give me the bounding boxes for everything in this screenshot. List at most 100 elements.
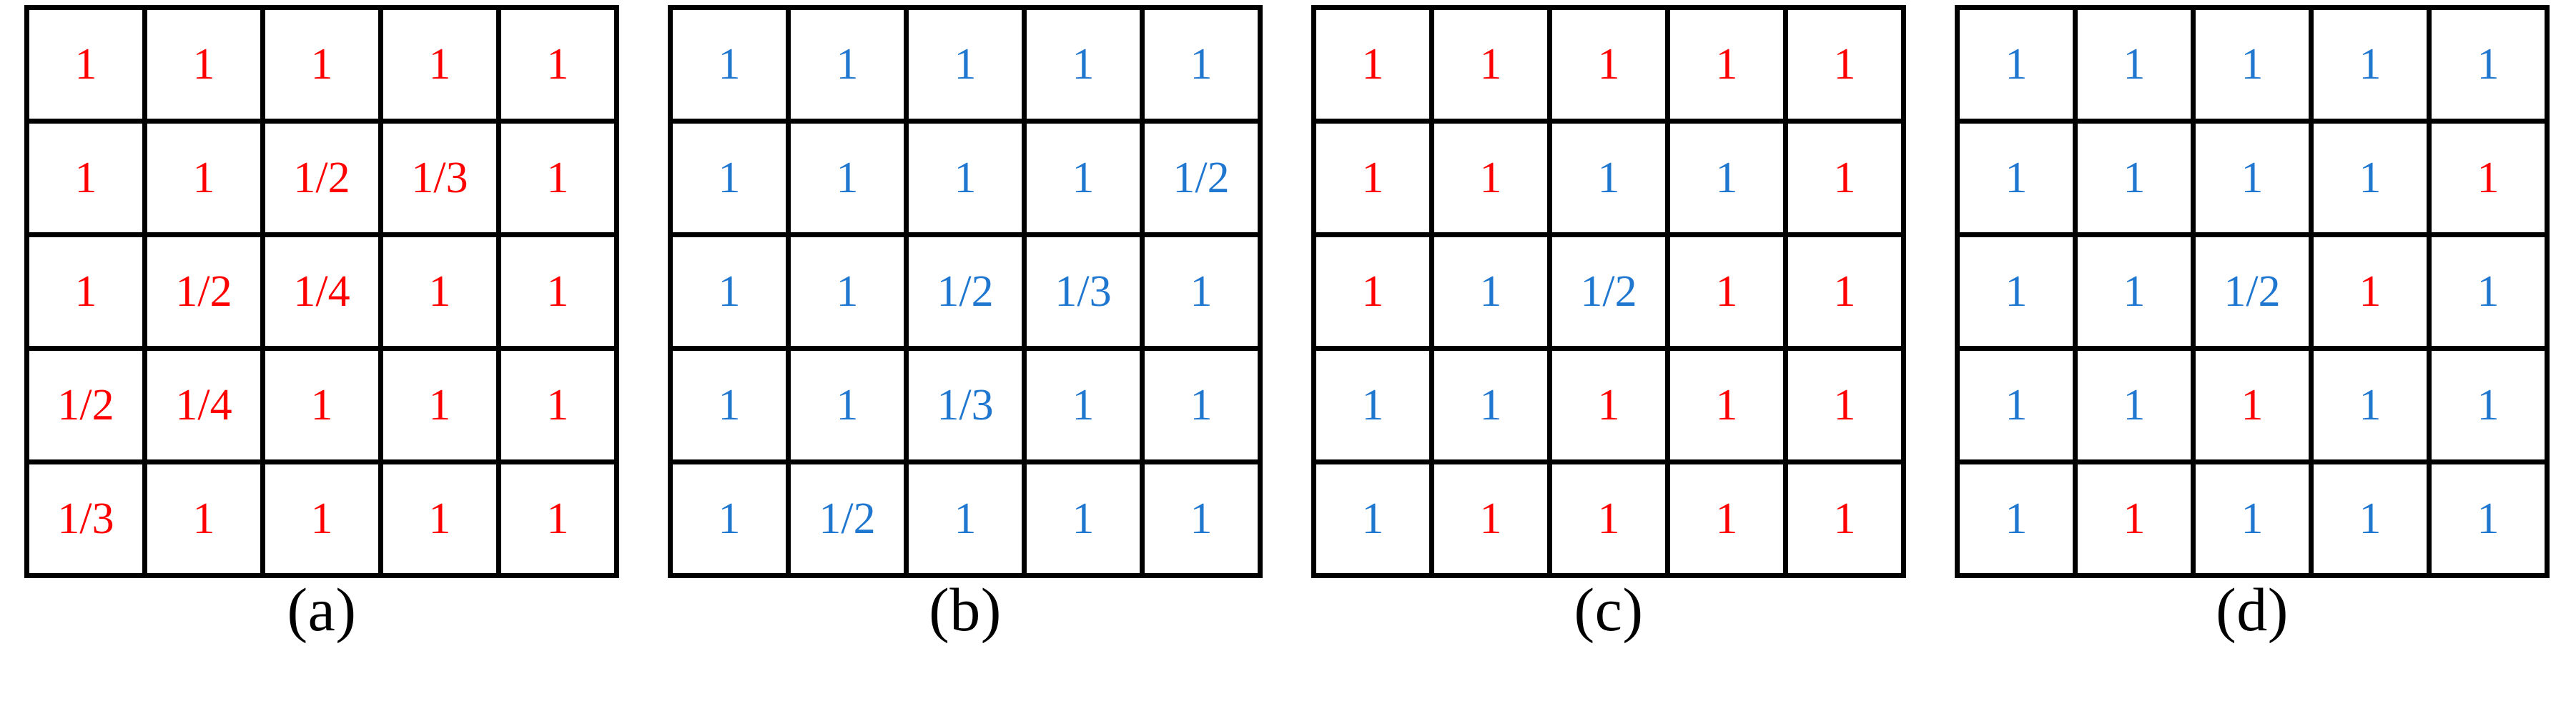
matrix-cell: 1 (904, 5, 1027, 124)
matrix-cell: 1 (24, 5, 147, 124)
matrix-cell: 1 (668, 119, 791, 237)
matrix-cell: 1 (1140, 346, 1263, 464)
panel-a-label: (a) (287, 575, 357, 644)
matrix-cell: 1 (24, 119, 147, 237)
matrix-cell: 1 (786, 119, 909, 237)
matrix-cell: 1 (2191, 5, 2314, 124)
matrix-cell: 1/2 (2191, 232, 2314, 351)
matrix-cell: 1 (378, 232, 501, 351)
matrix-cell: 1 (496, 5, 619, 124)
matrix-cell: 1 (1783, 232, 1906, 351)
matrix-cell: 1 (2309, 232, 2432, 351)
matrix-cell: 1 (1311, 459, 1434, 578)
matrix-cell: 1 (1140, 459, 1263, 578)
matrix-cell: 1 (2073, 232, 2196, 351)
matrix-cell: 1 (1311, 119, 1434, 237)
matrix-cell: 1/2 (260, 119, 383, 237)
matrix-cell: 1 (1022, 5, 1145, 124)
matrix-cell: 1 (1311, 346, 1434, 464)
matrix-cell: 1/4 (142, 346, 265, 464)
matrix-cell: 1 (2427, 459, 2550, 578)
matrix-cell: 1 (786, 346, 909, 464)
matrix-cell: 1 (1429, 232, 1552, 351)
matrix-cell: 1 (786, 5, 909, 124)
matrix-cell: 1 (2427, 119, 2550, 237)
matrix-cell: 1 (1665, 119, 1788, 237)
matrix-cell: 1 (1665, 459, 1788, 578)
matrix-cell: 1 (1311, 5, 1434, 124)
matrix-cell: 1 (24, 232, 147, 351)
matrix-cell: 1 (1665, 232, 1788, 351)
matrix-cell: 1 (668, 232, 791, 351)
matrix-cell: 1 (1429, 459, 1552, 578)
matrix-cell: 1 (1547, 5, 1670, 124)
matrix-cell: 1 (668, 5, 791, 124)
matrix-cell: 1 (1140, 232, 1263, 351)
matrix-cell: 1 (2073, 119, 2196, 237)
matrix-cell: 1 (1955, 5, 2078, 124)
matrix-cell: 1 (2427, 5, 2550, 124)
panel-d-label: (d) (2216, 575, 2289, 644)
matrix-cell: 1 (1022, 346, 1145, 464)
matrix-cell: 1 (1783, 346, 1906, 464)
matrix-cell: 1 (260, 5, 383, 124)
matrix-cell: 1 (1547, 346, 1670, 464)
matrix-cell: 1 (1022, 459, 1145, 578)
matrix-cell: 1 (668, 459, 791, 578)
matrix-cell: 1 (1955, 346, 2078, 464)
matrix-cell: 1 (1311, 232, 1434, 351)
panel-b-label: (b) (929, 575, 1002, 644)
matrix-cell: 1 (1429, 119, 1552, 237)
matrix-cell: 1/2 (1140, 119, 1263, 237)
matrix-cell: 1 (378, 5, 501, 124)
matrix-cell: 1 (1955, 119, 2078, 237)
matrix-cell: 1 (142, 119, 265, 237)
matrix-cell: 1 (1783, 459, 1906, 578)
matrix-cell: 1/3 (904, 346, 1027, 464)
matrix-cell: 1 (1022, 119, 1145, 237)
matrix-cell: 1 (496, 119, 619, 237)
matrix-cell: 1 (668, 346, 791, 464)
matrix-cell: 1 (1955, 459, 2078, 578)
matrix-cell: 1/3 (378, 119, 501, 237)
matrix-cell: 1 (142, 459, 265, 578)
matrix-cell: 1 (904, 119, 1027, 237)
matrix-cell: 1/2 (1547, 232, 1670, 351)
matrix-cell: 1 (1429, 5, 1552, 124)
matrix-cell: 1 (1140, 5, 1263, 124)
matrix-cell: 1 (1547, 119, 1670, 237)
matrix-cell: 1 (2191, 119, 2314, 237)
matrix-cell: 1 (1955, 232, 2078, 351)
matrix-cell: 1 (2309, 459, 2432, 578)
matrix-cell: 1/2 (24, 346, 147, 464)
matrix-cell: 1 (1665, 5, 1788, 124)
matrix-cell: 1/2 (904, 232, 1027, 351)
matrix-cell: 1 (2427, 346, 2550, 464)
matrix-cell: 1 (496, 346, 619, 464)
matrix-cell: 1 (260, 459, 383, 578)
